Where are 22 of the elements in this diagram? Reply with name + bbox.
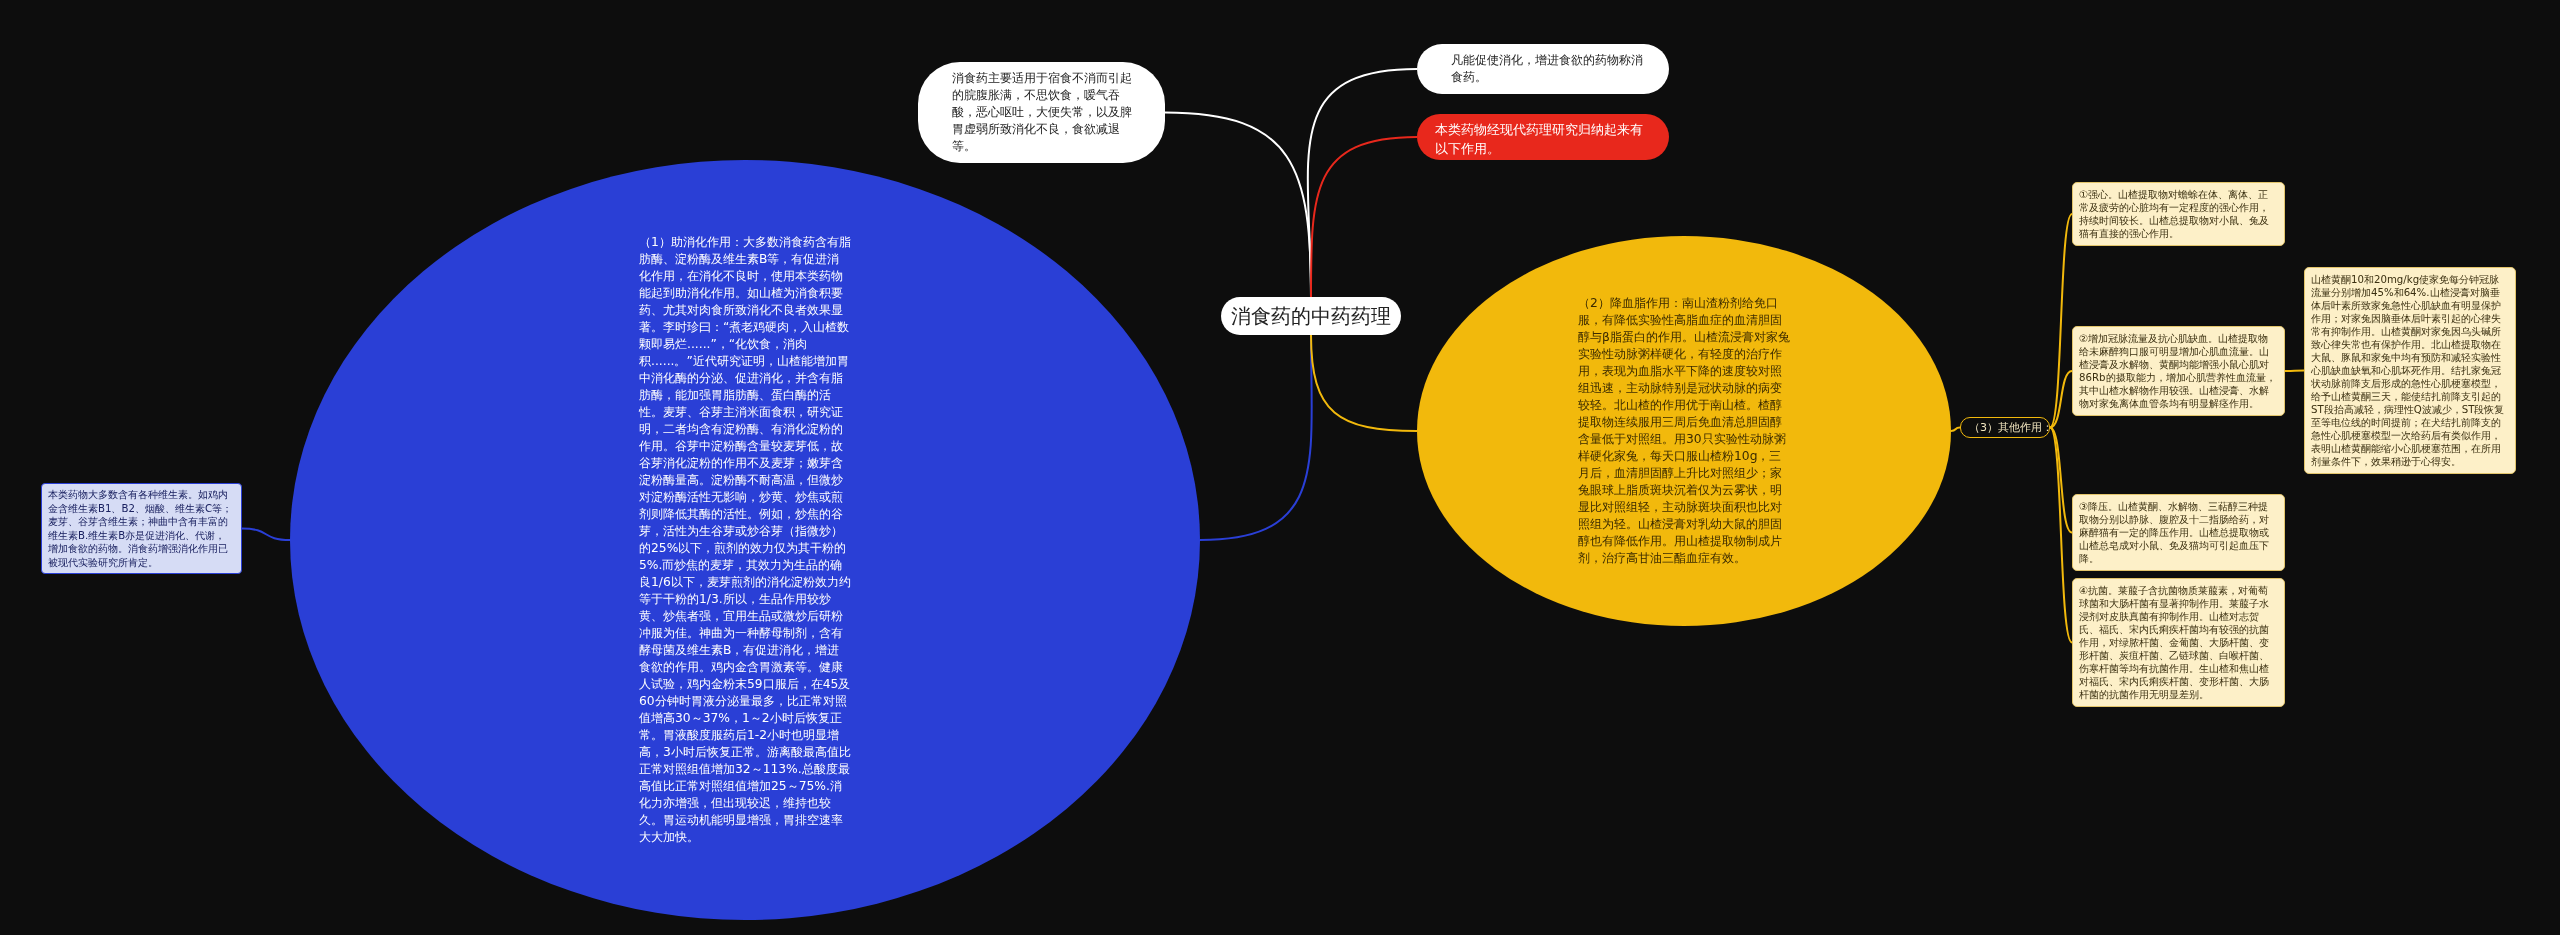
topic-bubble: 消食药主要适用于宿食不消而引起的脘腹胀满，不思饮食，嗳气吞酸，恶心呕吐，大便失常，以及脾胃虚弱所致消化不良，食欲减退等。 xyxy=(918,62,1165,163)
connector-line xyxy=(1950,426,1961,432)
topic-ellipse: （1）助消化作用：大多数消食药含有脂肪酶、淀粉酶及维生素B等，有促进消化作用，在消化不良时，使用本类药物能起到助消化作用。如山楂为消食积要药、尤其对肉食所致消化不良者效果显著。李时珍曰：“煮老鸡硬肉，入山楂数颗即易烂......”，“化饮食，消肉积......。”近代研究证明，山楂能增加胃中消化酶的分泌、促进消化，并含有脂肪酶，能加强胃脂肪酶、蛋白酶的活性。麦芽、谷芽主消米面食积，研究证明，二者均含有淀粉酶、有消化淀粉的作用。谷芽中淀粉酶含量较麦芽低，故谷芽消化淀粉的作用不及麦芽；嫩芽含淀粉酶量高。淀粉酶不耐高温，但微炒对淀粉酶活性无影响，炒黄、炒焦或煎剂则降低其酶的活性。例如，炒焦的谷芽，活性为生谷芽或炒谷芽（指微炒）的25%以下，煎剂的效力仅为其干粉的5%.而炒焦的麦芽，其效力为生品的确良1/6以下，麦芽煎剂的消化淀粉效力约等于干粉的1/3.所以，生品作用较炒黄、炒焦者强，宜用生品或微炒后研粉冲服为佳。神曲为一种酵母制剂，含有酵母菌及维生素B，有促进消化，增进食欲的作用。鸡内金含胃激素等。健康人试验，鸡内金粉末59口服后，在45及60分钟时胃液分泌量最多，比正常对照值增高30～37%，1～2小时后恢复正常。胃液酸度服药后1-2小时也明显增高，3小时后恢复正常。游离酸最高值比正常对照组值增加32～113%.总酸度最高值比正常对照组值增加25～75%.消化力亦增强，但出现较迟，维持也较久。胃运动机能明显增强，胃排空速率大大加快。 xyxy=(290,160,1200,920)
central-topic: 消食药的中药药理 xyxy=(1221,297,1401,335)
connector-line xyxy=(1310,334,1418,432)
connector-line xyxy=(2049,426,2073,644)
connector-line xyxy=(2049,426,2073,534)
note-card: ④抗菌。莱菔子含抗菌物质莱菔素，对葡萄球菌和大肠杆菌有显著抑制作用。莱菔子水浸剂对皮肤真菌有抑制作用。山楂对志贺氏、福氏、宋内氏痢疾杆菌均有较强的抗菌作用，对绿脓杆菌、金葡菌、大肠杆菌、变形杆菌、炭疽杆菌、乙链球菌、白喉杆菌、伤寒杆菌等均有抗菌作用。生山楂和焦山楂对福氏、宋内氏痢疾杆菌、变形杆菌、大肠杆菌的抗菌作用无明显差别。 xyxy=(2072,578,2285,707)
connector-line xyxy=(1310,136,1418,298)
note-box: 本类药物大多数含有各种维生素。如鸡内金含维生素B1、B2、烟酸、维生素C等；麦芽、谷芽含维生素；神曲中含有丰富的维生素B.维生素B亦是促进消化、代谢，增加食欲的药物。消食药增强消化作用已被现代实验研究所肯定。 xyxy=(41,483,242,574)
connector-line xyxy=(2049,370,2073,429)
connector-line xyxy=(2049,213,2073,429)
subtopic-label: （3）其他作用： xyxy=(1960,417,2050,438)
topic-bubble: 本类药物经现代药理研究归纳起来有以下作用。 xyxy=(1417,114,1669,160)
note-card: ①强心。山楂提取物对蟾蜍在体、离体、正常及疲劳的心脏均有一定程度的强心作用，持续时间较长。山楂总提取物对小鼠、兔及猫有直接的强心作用。 xyxy=(2072,182,2285,246)
topic-ellipse: （2）降血脂作用：南山渣粉剂给免口服，有降低实验性高脂血症的血清胆固醇与β脂蛋白的作用。山楂流浸膏对家兔实验性动脉粥样硬化，有轻度的治疗作用，表现为血脂水平下降的速度较对照组迅速，主动脉特别是冠状动脉的病变较轻。北山楂的作用优于南山楂。楂醇提取物连续服用三周后免血清总胆固醇含量低于对照组。用30只实验性动脉粥样硬化家兔，每天口服山楂粉10g，三月后，血清胆固醇上升比对照组少；家兔眼球上脂质斑块沉着仅为云雾状，明显比对照组轻，主动脉斑块面积也比对照组为轻。山楂浸膏对乳幼大鼠的胆固醇也有降低作用。用山楂提取物制成片剂，治疗高甘油三酯血症有效。 xyxy=(1417,236,1951,626)
note-card: ③降压。山楂黄酮、水解物、三萜醇三种提取物分别以静脉、腹腔及十二指肠给药，对麻醉猫有一定的降压作用。山楂总提取物或山楂总皂成对小鼠、免及猫均可引起血压下降。 xyxy=(2072,494,2285,571)
connector-line xyxy=(2284,369,2305,372)
connector-line xyxy=(241,527,291,541)
note-card: 山楂黄酮10和20mg/kg使家免每分钟冠脉流量分别增加45%和64%.山楂浸膏对脑垂体后叶素所致家兔急性心肌缺血有明显保护作用；对家兔因脑垂体后叶素引起的心律失常有抑制作用。山楂黄酮对家兔因乌头碱所致心律失常也有保护作用。北山楂提取物在大鼠、豚鼠和家兔中均有预防和减轻实验性心肌缺血缺氧和心肌坏死作用。结扎家兔冠状动脉前降支后形成的急性心肌梗塞模型，给予山楂黄酮三天，能使结扎前降支引起的ST段抬高减轻，病理性Q波减少，ST段恢复至等电位线的时间提前；在犬结扎前降支的急性心肌梗塞模型一次给药后有类似作用，表明山楂黄酮能缩小心肌梗塞范围，在所用剂量条件下，效果稍逊于心得安。 xyxy=(2304,267,2516,474)
topic-bubble: 凡能促使消化，增进食欲的药物称消食药。 xyxy=(1417,44,1669,94)
note-card: ②增加冠脉流量及抗心肌缺血。山楂提取物给未麻醉狗口服可明显增加心肌血流量。山楂浸膏及水解物、黄酮均能增强小鼠心肌对86Rb的摄取能力，增加心肌营养性血流量，其中山楂水解物作用较强。山楂浸膏、水解物对家兔离体血管条均有明显解痉作用。 xyxy=(2072,326,2285,416)
